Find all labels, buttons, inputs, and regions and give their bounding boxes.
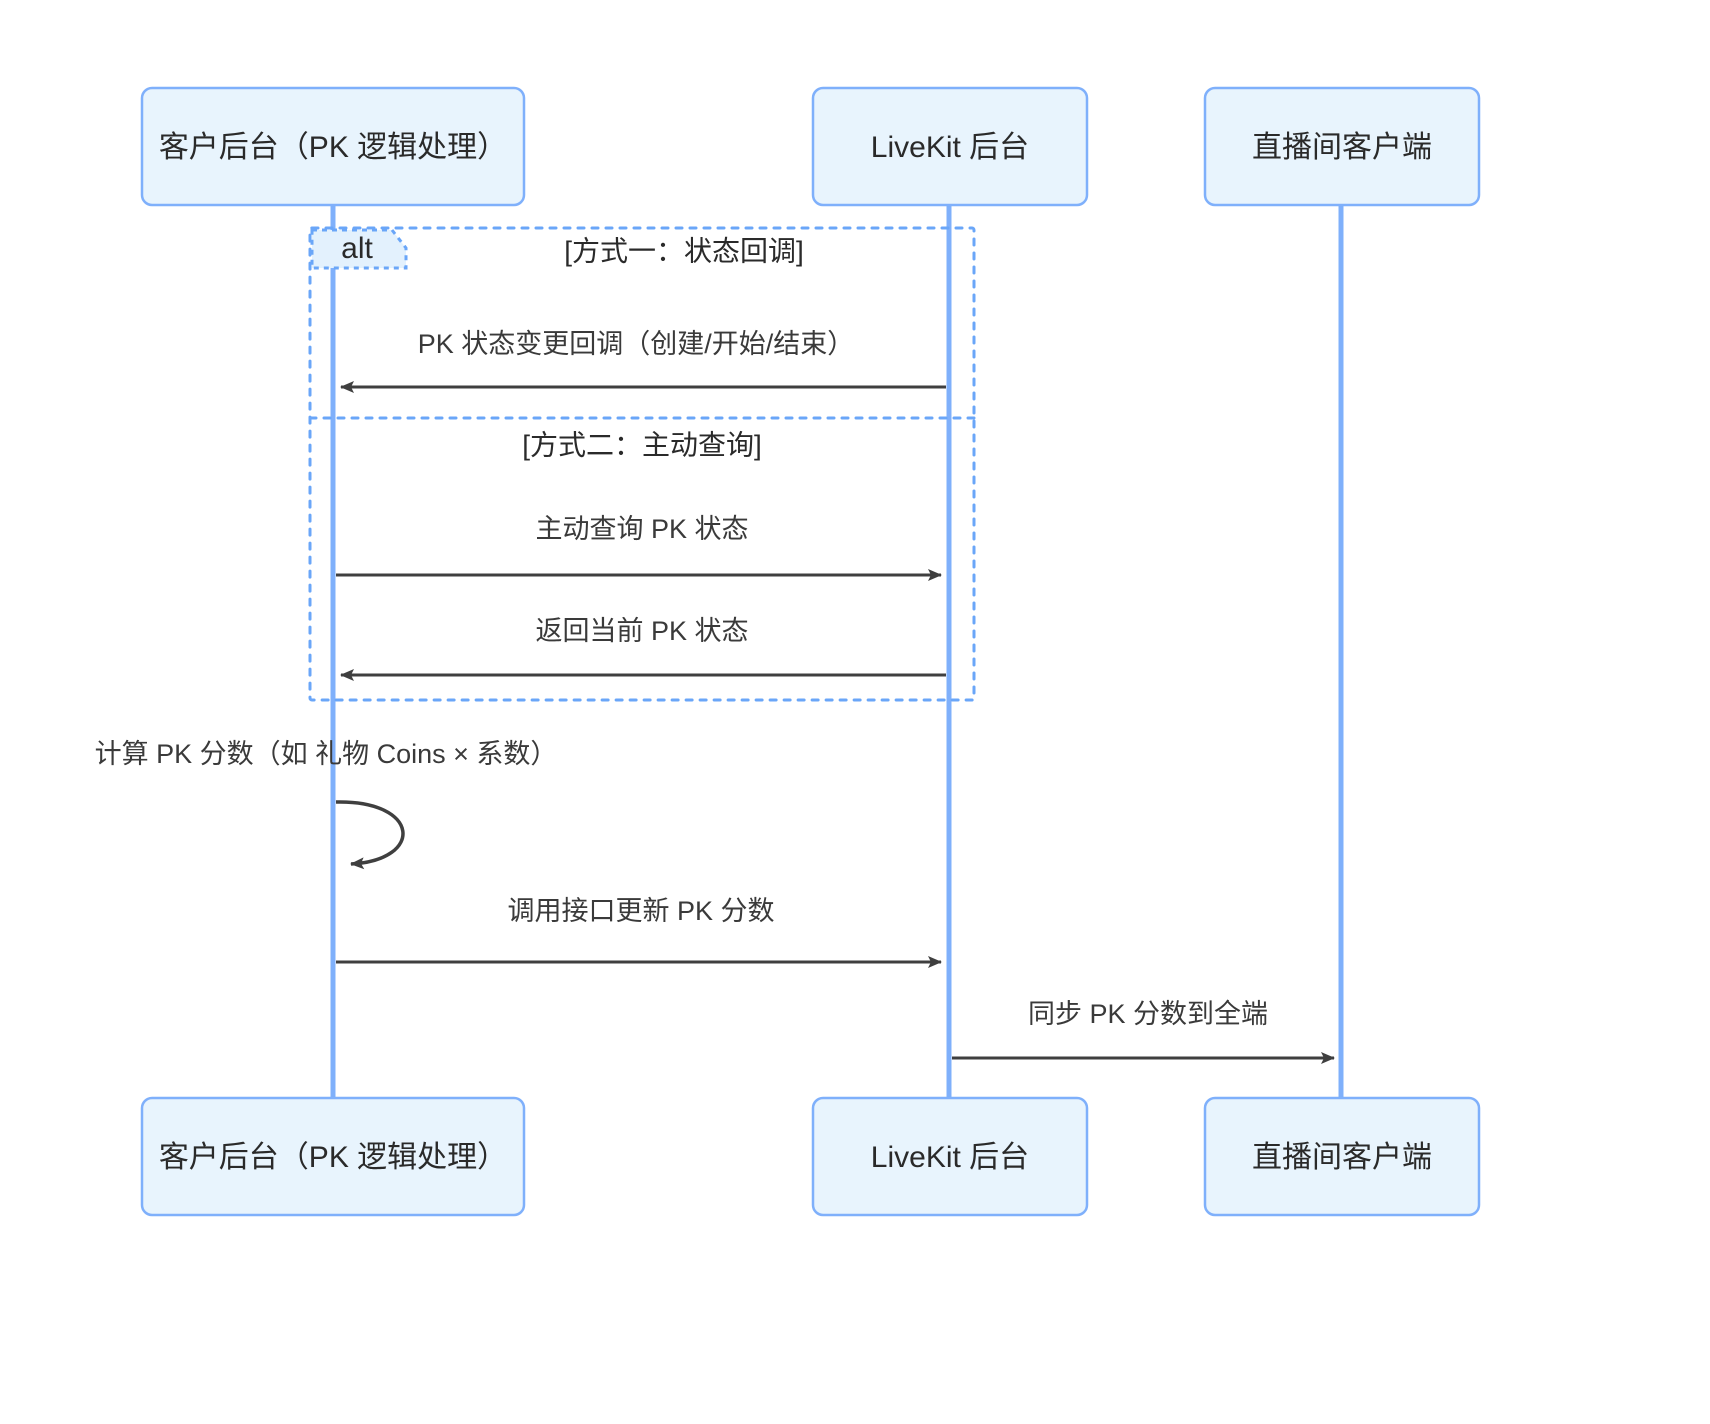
actor-label: 直播间客户端 <box>1252 131 1432 164</box>
actor-box[interactable] <box>811 1096 1089 1217</box>
message-pk-state-callback: PK 状态变更回调（创建/开始/结束） <box>340 329 946 393</box>
alt-branch-2-condition: [方式二：主动查询] <box>522 429 762 460</box>
message-label: 调用接口更新 PK 分数 <box>507 896 774 926</box>
alt-fragment-border <box>308 226 976 702</box>
message-label: 主动查询 PK 状态 <box>535 514 748 544</box>
actor-top-client-backend[interactable]: 客户后台（PK 逻辑处理） <box>140 86 526 207</box>
actor-top-livekit-backend[interactable]: LiveKit 后台 <box>811 86 1089 207</box>
actor-top-live-room-client[interactable]: 直播间客户端 <box>1203 86 1481 207</box>
self-loop-arrow <box>335 800 405 870</box>
lifelines <box>330 205 1344 1098</box>
actor-bottom-live-room-client[interactable]: 直播间客户端 <box>1203 1096 1481 1217</box>
actor-label: 客户后台（PK 逻辑处理） <box>159 1141 507 1174</box>
message-return-pk-state: 返回当前 PK 状态 <box>340 616 946 681</box>
actor-box[interactable] <box>140 1096 526 1217</box>
message-calc-pk-score: 计算 PK 分数（如 礼物 Coins × 系数） <box>95 739 558 870</box>
actor-bottom-client-backend[interactable]: 客户后台（PK 逻辑处理） <box>140 1096 526 1217</box>
actor-box[interactable] <box>140 86 526 207</box>
message-sync-pk-score: 同步 PK 分数到全端 <box>952 999 1335 1064</box>
actor-box[interactable] <box>811 86 1089 207</box>
actor-label: 直播间客户端 <box>1252 1141 1432 1174</box>
alt-tag-shape <box>310 228 408 270</box>
message-update-pk-score: 调用接口更新 PK 分数 <box>336 896 942 968</box>
message-label: 同步 PK 分数到全端 <box>1028 999 1268 1029</box>
actor-box[interactable] <box>1203 1096 1481 1217</box>
message-label: 返回当前 PK 状态 <box>535 616 748 646</box>
message-label: PK 状态变更回调（创建/开始/结束） <box>418 329 855 359</box>
alt-tag-label: alt <box>341 232 373 265</box>
message-query-pk-state: 主动查询 PK 状态 <box>336 514 942 581</box>
actor-label: 客户后台（PK 逻辑处理） <box>159 131 507 164</box>
message-label: 计算 PK 分数（如 礼物 Coins × 系数） <box>95 739 558 769</box>
actor-label: LiveKit 后台 <box>871 131 1029 164</box>
alt-branch-1-condition: [方式一：状态回调] <box>564 235 804 266</box>
actor-bottom-livekit-backend[interactable]: LiveKit 后台 <box>811 1096 1089 1217</box>
actor-label: LiveKit 后台 <box>871 1141 1029 1174</box>
alt-fragment: alt [方式一：状态回调] [方式二：主动查询] <box>308 226 976 702</box>
actor-box[interactable] <box>1203 86 1481 207</box>
